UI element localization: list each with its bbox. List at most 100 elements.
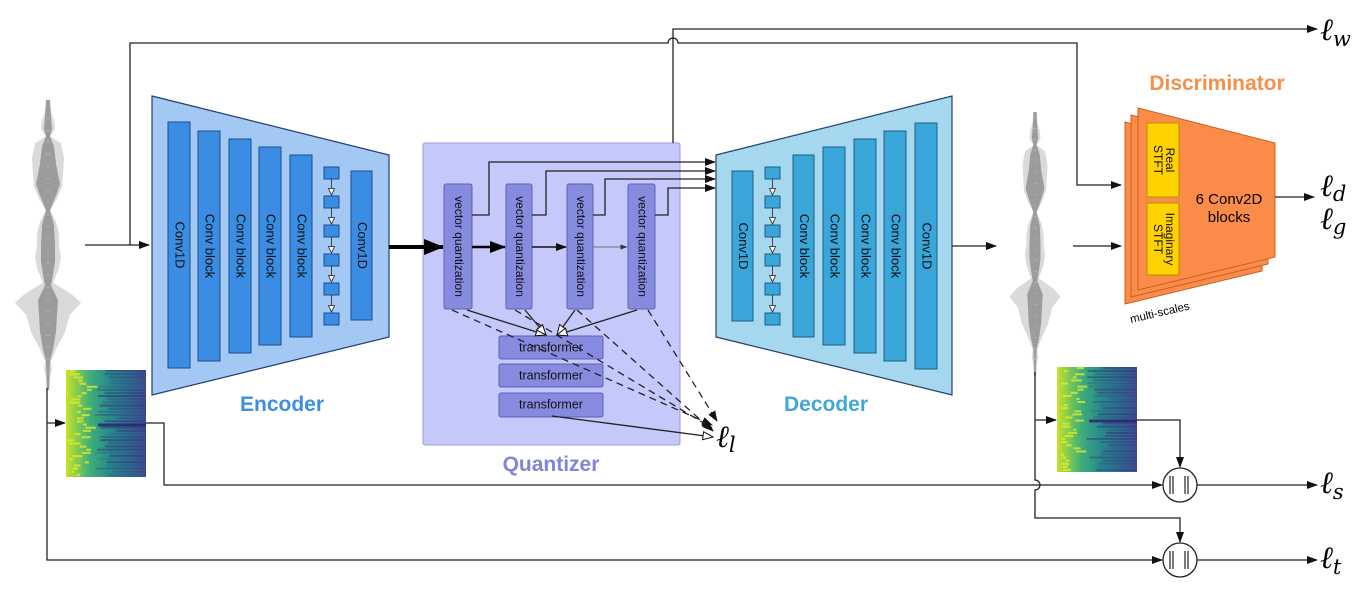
spectrogram-energy <box>76 417 84 420</box>
spectrogram-energy <box>1077 385 1088 388</box>
spectrogram-band <box>108 407 146 410</box>
loss-subscript: t <box>1333 555 1342 579</box>
real-stft-label-line1: Real <box>1163 148 1177 173</box>
vq-block-rect <box>627 183 656 310</box>
spectrogram-energy <box>76 473 80 477</box>
spectrogram-energy <box>1063 404 1068 407</box>
spectrogram-energy <box>74 432 81 436</box>
spectrogram-band <box>109 454 146 457</box>
vq-block-rect <box>566 183 594 310</box>
vq4-to-decoder-path <box>655 184 716 216</box>
spectrogram-energy <box>87 388 92 392</box>
decoder-block-rect <box>792 154 815 338</box>
transformer-1: transformer <box>498 335 604 360</box>
sequence-unit <box>764 282 781 296</box>
encoder-block-conv-3: Conv block <box>258 146 282 346</box>
loss-subscript: l <box>729 433 736 457</box>
spectrogram-energy <box>1074 373 1085 376</box>
spectrogram-band <box>1086 438 1137 440</box>
spectrogram-band <box>1100 404 1137 406</box>
spectrogram-energy <box>73 464 81 467</box>
reconstructed-waveform <box>1009 112 1061 376</box>
spectrogram-energy <box>82 423 87 426</box>
spectrogram-band <box>106 461 146 464</box>
loss-subscript: w <box>1333 27 1351 51</box>
spectrogram-band <box>98 423 146 427</box>
spectrogram-energy <box>1070 391 1078 394</box>
spectrogram-energy <box>1061 441 1068 444</box>
vq1-to-transformer-arrow <box>466 309 546 335</box>
spectrogram-band <box>109 379 146 382</box>
spectral-norm-operator <box>1162 467 1198 503</box>
conv2d-blocks-label-line2: blocks <box>1208 209 1251 226</box>
spectrogram-energy <box>77 404 83 407</box>
spectrogram-energy <box>72 467 78 470</box>
spectrogram-energy <box>68 439 75 442</box>
decoder-block-conv-3: Conv block <box>853 138 877 354</box>
loss-symbol: ℓ <box>1320 465 1333 501</box>
transformer-label: transformer <box>519 340 583 354</box>
spectrogram-band <box>102 401 146 404</box>
spectrogram-band <box>110 382 146 385</box>
input-to-discriminator-path <box>129 37 1122 245</box>
spectrogram-band <box>1093 416 1137 419</box>
decoder-block-rect <box>853 138 877 354</box>
sequence-unit <box>323 195 340 209</box>
spectrogram-energy <box>84 461 90 464</box>
real-stft-label-line2: STFT <box>1151 145 1165 176</box>
encoder-block-label: Conv1D <box>173 222 188 269</box>
spectrogram-band <box>99 436 146 438</box>
encoder-label: Encoder <box>240 393 324 416</box>
spectrogram-band <box>105 464 146 467</box>
input-spectrogram-to-compare-path <box>146 422 1163 489</box>
sequence-unit <box>764 166 781 180</box>
spectrogram-band <box>98 395 146 398</box>
encoder-block-rect <box>167 121 191 369</box>
encoder-block-rect <box>228 138 252 354</box>
spectrogram-energy <box>82 429 92 432</box>
spectrogram-band <box>1102 450 1137 453</box>
real-stft-block: Real STFT <box>1146 122 1180 198</box>
vq1-to-decoder-path <box>472 158 716 216</box>
input-waveform <box>15 100 81 390</box>
spectrogram-energy <box>1064 434 1074 438</box>
loss-ls: ℓs <box>1320 465 1344 504</box>
spectrogram-energy <box>82 451 91 455</box>
reconstruction-down-path <box>1034 372 1184 543</box>
spectrogram-energy <box>1071 379 1082 382</box>
spectrogram-band <box>107 432 146 435</box>
spectrogram-energy <box>1064 370 1068 373</box>
spectrogram-energy <box>69 401 81 404</box>
spectrogram-band <box>1094 373 1137 376</box>
spectrogram-energy <box>69 373 80 376</box>
spectrogram-band <box>1092 379 1137 382</box>
spectrogram-band <box>104 373 146 376</box>
spectrogram-band <box>105 370 146 372</box>
spectrogram-band <box>1097 391 1137 394</box>
spectrogram-energy <box>1076 397 1080 401</box>
transformer-rect <box>498 392 604 418</box>
decoder-block-label: Conv block <box>889 214 904 279</box>
sequence-unit <box>323 224 340 238</box>
decoder-block-label: Conv block <box>859 214 874 279</box>
spectrogram-band <box>1093 400 1137 403</box>
vq3-to-ll-dashed <box>576 309 714 432</box>
spectrogram-band <box>1098 413 1137 416</box>
transformer-rect <box>498 363 604 388</box>
spectrogram-band <box>108 376 146 379</box>
spectrogram-energy <box>1073 428 1077 431</box>
norm-circle <box>1162 467 1198 503</box>
sequence-unit <box>764 224 781 238</box>
discriminator-label: Discriminator <box>1149 72 1284 95</box>
spectrogram-energy <box>1060 382 1068 385</box>
spectrogram-band <box>99 404 146 407</box>
decoder-block-rect <box>822 146 846 346</box>
spectrogram-energy <box>73 376 83 379</box>
loss-symbol: ℓ <box>1320 168 1333 204</box>
spectrogram-band <box>1108 444 1137 447</box>
spectrogram-energy <box>1077 400 1086 404</box>
imaginary-stft-label-line1: Imaginary <box>1163 213 1177 266</box>
sequence-unit <box>764 195 781 209</box>
decoder-block-conv-4: Conv block <box>883 130 907 362</box>
spectrogram-energy <box>1061 465 1068 468</box>
